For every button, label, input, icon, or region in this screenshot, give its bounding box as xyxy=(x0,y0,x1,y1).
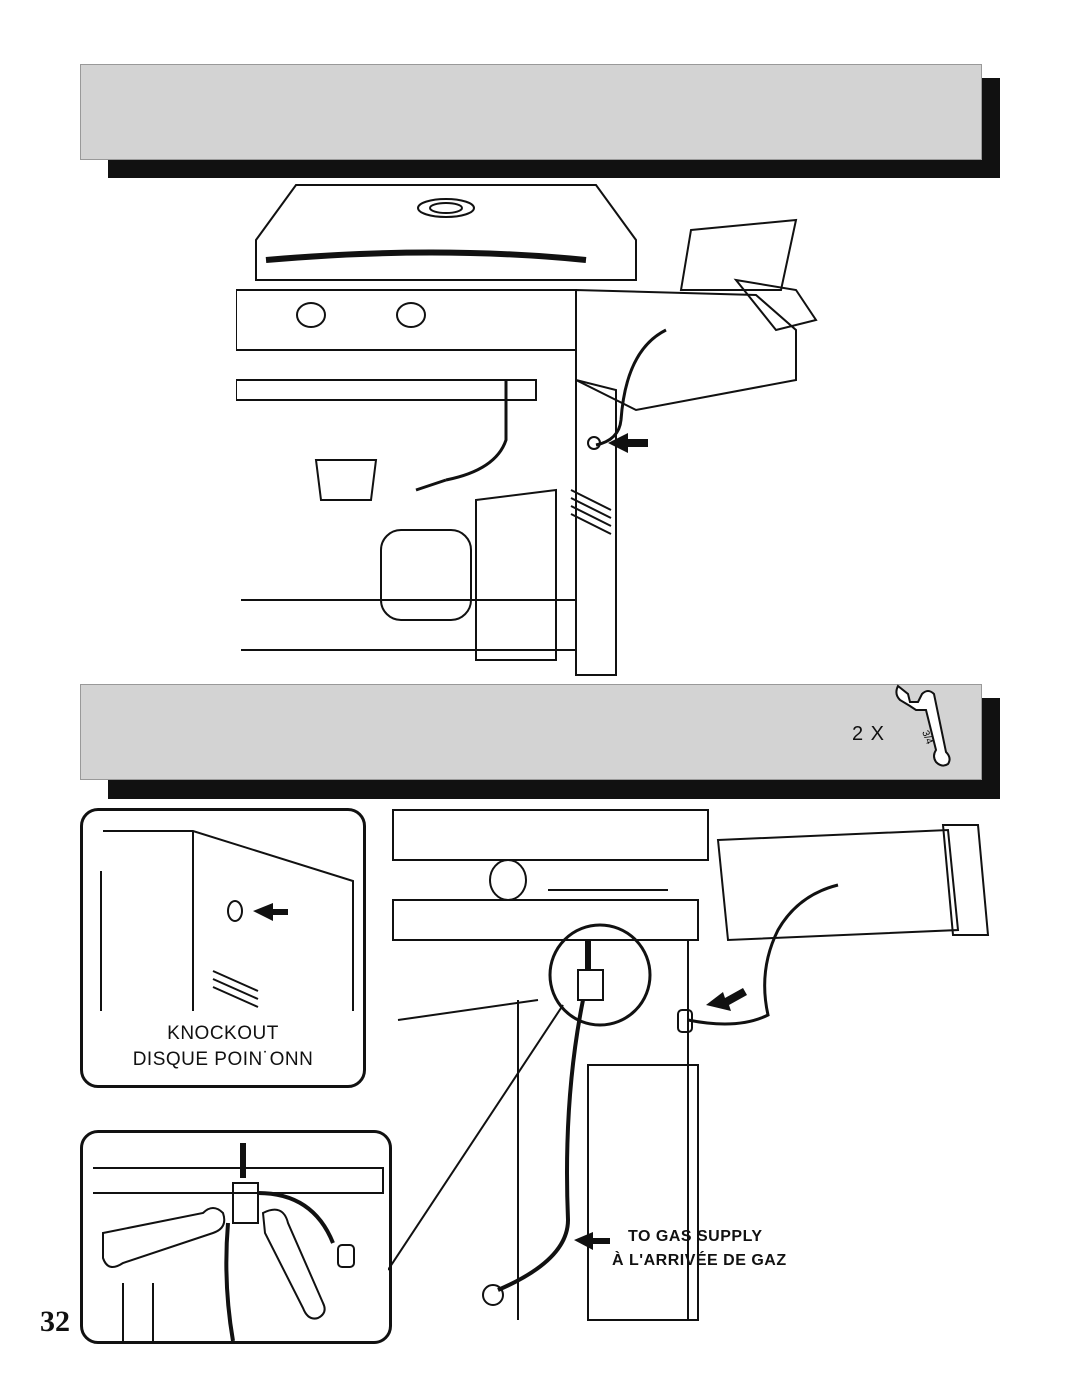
knockout-inset: KNOCKOUT DISQUE POIN˙ONN xyxy=(80,808,366,1088)
knockout-label: KNOCKOUT xyxy=(167,1023,279,1044)
wrench-tightening-inset xyxy=(80,1130,392,1344)
wrench-icon: 3/4 xyxy=(895,684,951,767)
grill-side-burner-illustration xyxy=(236,184,818,676)
gas-connection-illustration xyxy=(388,809,990,1321)
step2-banner xyxy=(80,684,982,780)
knockout-panel-illustration xyxy=(100,830,354,1011)
fitting-wrenches-illustration xyxy=(93,1143,384,1341)
gas-supply-label-fr: À L'ARRIVÉE DE GAZ xyxy=(612,1252,787,1269)
page-number: 32 xyxy=(40,1305,70,1338)
gas-supply-label: TO GAS SUPPLY xyxy=(628,1228,763,1245)
quantity-label: 2 X xyxy=(852,723,886,745)
wrench-size-label: 3/4 xyxy=(919,729,935,746)
step1-banner xyxy=(80,64,982,160)
knockout-label-fr: DISQUE POIN˙ONN xyxy=(132,1049,314,1070)
